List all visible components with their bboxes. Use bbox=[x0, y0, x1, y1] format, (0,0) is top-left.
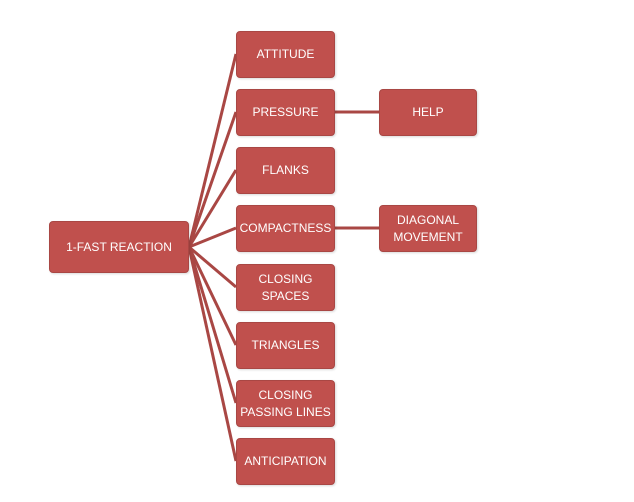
node-help: HELP bbox=[379, 89, 477, 136]
connector-root-closing-spaces bbox=[188, 245, 237, 289]
connector-root-closing-passing-lines bbox=[187, 246, 238, 404]
connector-root-pressure bbox=[187, 111, 238, 248]
node-pressure: PRESSURE bbox=[236, 89, 335, 136]
node-triangles: TRIANGLES bbox=[236, 322, 335, 369]
connector-root-triangles bbox=[187, 246, 238, 346]
connector-root-attitude bbox=[187, 53, 238, 248]
node-anticipation: ANTICIPATION bbox=[236, 438, 335, 485]
node-attitude: ATTITUDE bbox=[236, 31, 335, 78]
node-diagonal-movement: DIAGONAL MOVEMENT bbox=[379, 205, 477, 252]
connector-root-compactness bbox=[188, 226, 237, 249]
node-closing-spaces: CLOSING SPACES bbox=[236, 264, 335, 311]
node-flanks: FLANKS bbox=[236, 147, 335, 194]
connector-root-flanks bbox=[187, 169, 238, 248]
connector-root-anticipation bbox=[187, 246, 238, 462]
node-closing-passing-lines: CLOSING PASSING LINES bbox=[236, 380, 335, 427]
node-compactness: COMPACTNESS bbox=[236, 205, 335, 252]
root-node: 1-FAST REACTION bbox=[49, 221, 189, 273]
